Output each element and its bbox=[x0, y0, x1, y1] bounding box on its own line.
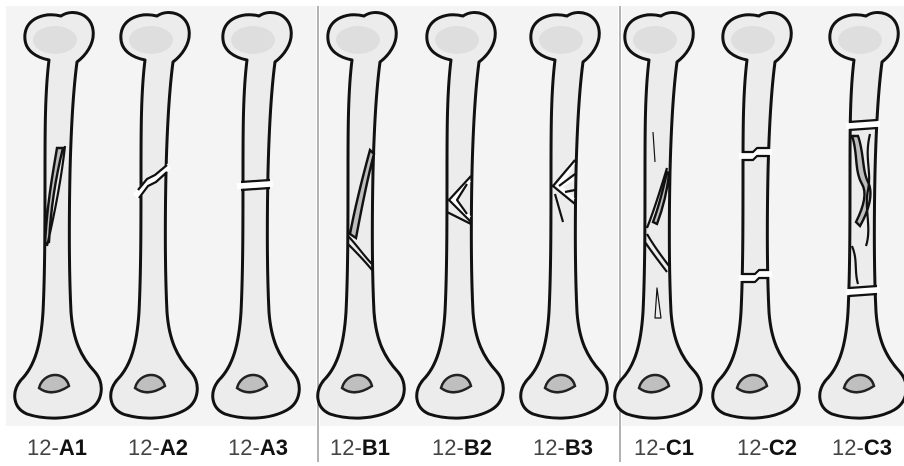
label-12-a1: 12-A1 bbox=[27, 435, 87, 460]
comminuted-fracture-bottom bbox=[849, 290, 877, 292]
label-12-a2: 12-A2 bbox=[128, 435, 188, 460]
label-12-b1: 12-B1 bbox=[330, 435, 390, 460]
comminuted-fracture-top bbox=[849, 124, 877, 126]
transverse-fracture-line bbox=[240, 184, 270, 186]
label-12-c2: 12-C2 bbox=[737, 435, 797, 460]
label-12-a3: 12-A3 bbox=[228, 435, 288, 460]
label-group: 12-A1 12-A2 12-A3 12-B1 12-B2 12-B3 12-C… bbox=[27, 435, 892, 460]
label-12-b3: 12-B3 bbox=[533, 435, 593, 460]
label-12-b2: 12-B2 bbox=[432, 435, 492, 460]
label-12-c1: 12-C1 bbox=[634, 435, 694, 460]
label-12-c3: 12-C3 bbox=[832, 435, 892, 460]
